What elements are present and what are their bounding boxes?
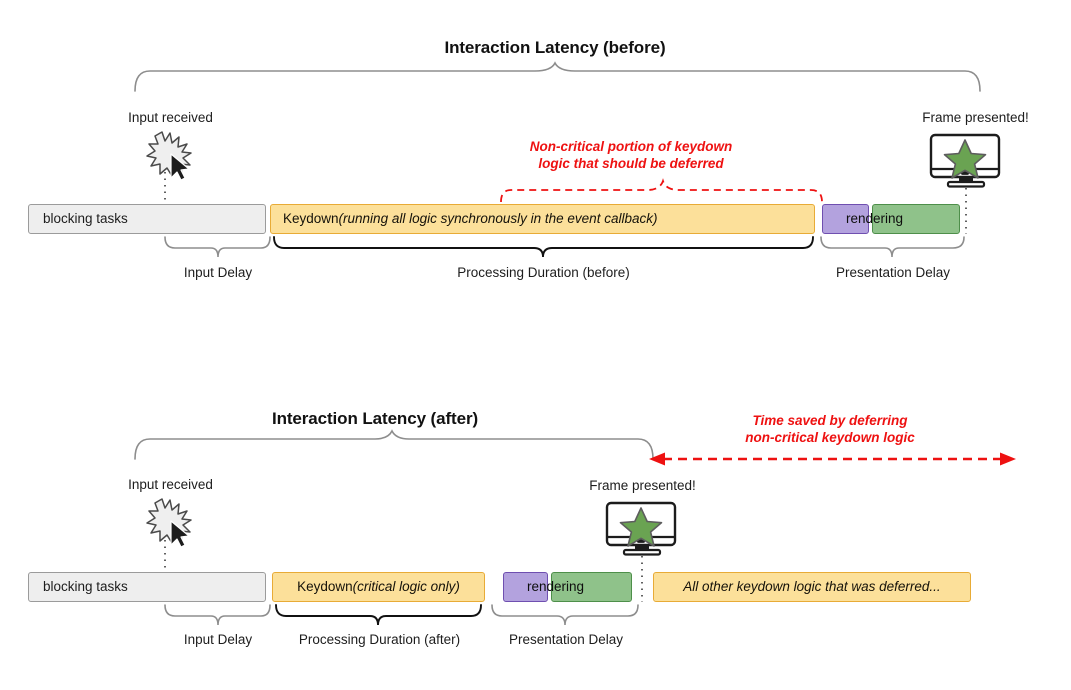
red-annotation-before-line1: Non-critical portion of keydown [529,139,733,154]
bar-keydown-before-detail: (running all logic synchronously in the … [338,211,658,227]
presentation-delay-brace-after [491,604,639,626]
cursor-icon [170,520,190,548]
diagram-before-title: Interaction Latency (before) [444,38,666,57]
burst-icon [146,498,192,548]
presentation-delay-label-after: Presentation Delay [508,632,624,647]
arrow-head-right [1000,452,1016,466]
presentation-delay-label-before: Presentation Delay [835,265,951,280]
bar-prerender-after [503,572,548,602]
monitor-icon [929,133,1001,188]
bar-prerender-before [822,204,869,234]
cursor-icon [170,153,190,181]
red-annotation-after: Time saved by deferring non-critical key… [670,412,990,447]
bar-blocking-tasks-after: blocking tasks [28,572,266,602]
bar-keydown-after-prefix: Keydown [297,579,353,595]
monitor-icon [605,501,677,556]
presentation-delay-brace-before [820,236,965,258]
latency-span-brace-before [134,61,981,92]
burst-icon [146,131,192,181]
input-delay-label-after: Input Delay [183,632,253,647]
input-received-label-before: Input received [128,110,213,125]
arrow-head-left [649,452,665,466]
processing-duration-label-before: Processing Duration (before) [457,265,630,280]
latency-span-brace-after [134,429,654,460]
input-received-label-after: Input received [128,477,213,492]
input-delay-brace-before [164,236,271,258]
bar-deferred-logic-after: All other keydown logic that was deferre… [653,572,971,602]
star-icon [943,139,987,179]
frame-presented-label-after: Frame presented! [589,478,696,493]
bar-deferred-logic-label: All other keydown logic that was deferre… [683,579,941,595]
input-delay-brace-after [164,604,271,626]
red-annotation-after-line1: Time saved by deferring [752,413,908,428]
processing-duration-label-after: Processing Duration (after) [298,632,461,647]
frame-guideline-after [641,556,643,602]
diagram-after-title: Interaction Latency (after) [271,409,479,428]
bar-keydown-before-prefix: Keydown [283,211,339,227]
bar-keydown-before: Keydown (running all logic synchronously… [270,204,815,234]
star-icon [619,507,663,547]
processing-duration-brace-before [273,236,814,258]
frame-presented-label-before: Frame presented! [922,110,1029,125]
bar-blocking-tasks-before: blocking tasks [28,204,266,234]
frame-guideline-before [965,188,967,234]
input-delay-label-before: Input Delay [183,265,253,280]
bar-rendering-after [551,572,632,602]
red-annotation-before-line2: logic that should be deferred [538,156,724,172]
processing-duration-brace-after [275,604,482,626]
non-critical-region-brace [500,178,823,203]
bar-rendering-before [872,204,960,234]
bar-keydown-after: Keydown (critical logic only) [272,572,485,602]
red-annotation-after-line2: non-critical keydown logic [745,430,915,446]
bar-keydown-after-detail: (critical logic only) [352,579,460,595]
time-saved-arrow [649,452,1016,466]
red-annotation-before: Non-critical portion of keydown logic th… [471,138,791,173]
